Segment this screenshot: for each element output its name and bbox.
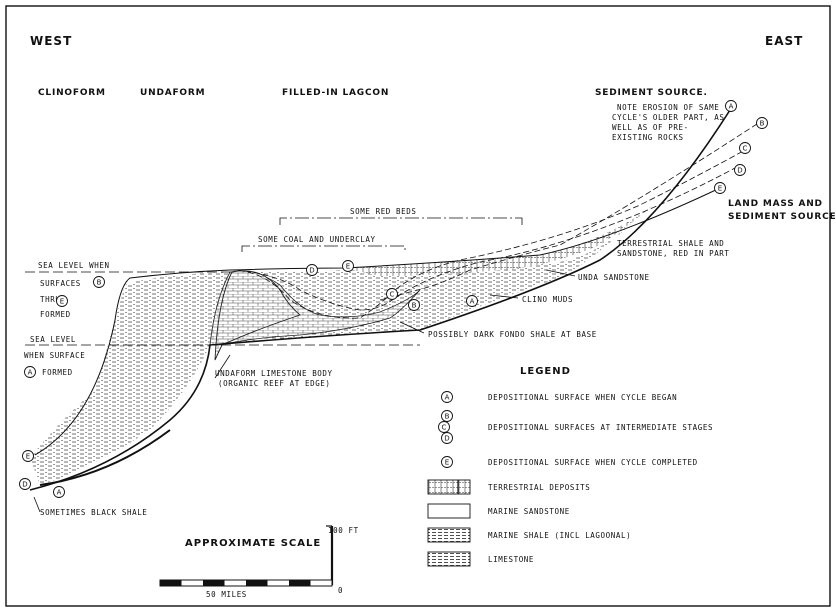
limestone-body-1: UNDAFORM LIMESTONE BODY: [215, 369, 333, 378]
svg-text:D: D: [22, 481, 27, 489]
when-surface-label: WHEN SURFACE: [24, 351, 85, 360]
surface-marker-e: E: [23, 451, 34, 462]
surface-marker-a: A: [726, 101, 737, 112]
svg-text:E: E: [26, 453, 30, 461]
coal-bracket: [242, 246, 405, 252]
surface-marker-b: B: [757, 118, 768, 129]
surface-marker-b: B: [409, 300, 420, 311]
west-label: WEST: [30, 34, 72, 48]
svg-text:B: B: [445, 413, 450, 421]
surface-marker-d: D: [307, 265, 318, 276]
legend-marker-c: C: [439, 422, 450, 433]
surface-marker-d: D: [20, 479, 31, 490]
terrestrial-shale-2: SANDSTONE, RED IN PART: [617, 249, 730, 258]
east-label: EAST: [765, 34, 803, 48]
surfaces-label: SURFACES: [40, 279, 81, 288]
surface-marker-a: A: [467, 296, 478, 307]
sediment-source-label: SEDIMENT SOURCE.: [595, 88, 708, 98]
clinoform-label: CLINOFORM: [38, 88, 106, 98]
erosion-note-3: WELL AS OF PRE-: [612, 123, 689, 132]
svg-text:A: A: [28, 369, 33, 377]
land-mass-1: LAND MASS AND: [728, 199, 823, 209]
legend-marker-b: B: [442, 411, 453, 422]
svg-text:C: C: [743, 145, 748, 153]
svg-text:A: A: [445, 394, 450, 402]
surface-marker-b: B: [94, 277, 105, 288]
svg-text:A: A: [57, 489, 62, 497]
legend-swatch-sandstone: [428, 504, 470, 518]
limestone-body-2: (ORGANIC REEF AT EDGE): [218, 379, 331, 388]
svg-text:C: C: [390, 291, 395, 299]
svg-text:E: E: [346, 263, 350, 271]
fondo-shale-label: POSSIBLY DARK FONDO SHALE AT BASE: [428, 330, 597, 339]
erosion-note-2: CYCLE'S OLDER PART, AS: [612, 113, 725, 122]
erosion-note-1: NOTE EROSION OF SAME: [617, 103, 719, 112]
svg-text:B: B: [760, 120, 765, 128]
legend: A DEPOSITIONAL SURFACE WHEN CYCLE BEGAN BC…: [428, 392, 713, 567]
formed-a-label: FORMED: [42, 368, 73, 377]
surface-marker-e: E: [715, 183, 726, 194]
svg-text:D: D: [737, 167, 742, 175]
red-beds-label: SOME RED BEDS: [350, 207, 417, 216]
formed-label: FORMED: [40, 310, 71, 319]
legend-pattern-text: MARINE SANDSTONE: [488, 507, 570, 516]
red-beds-bracket: [280, 218, 522, 225]
clino-muds-label: CLINO MUDS: [522, 295, 573, 304]
svg-text:D: D: [444, 435, 449, 443]
svg-text:E: E: [60, 298, 64, 306]
legend-swatch-limestone: [428, 552, 470, 566]
legend-surface-text: DEPOSITIONAL SURFACES AT INTERMEDIATE ST…: [488, 423, 713, 432]
svg-text:B: B: [97, 279, 102, 287]
erosion-note-4: EXISTING ROCKS: [612, 133, 684, 142]
legend-title: LEGEND: [520, 366, 571, 377]
scale-horizontal-label: 50 MILES: [206, 590, 247, 599]
legend-pattern-text: LIMESTONE: [488, 555, 534, 564]
surface-marker-d: D: [735, 165, 746, 176]
svg-text:A: A: [729, 103, 734, 111]
surface-marker-e: E: [343, 261, 354, 272]
surface-marker-c: C: [387, 289, 398, 300]
legend-marker-d: D: [442, 433, 453, 444]
svg-text:A: A: [470, 298, 475, 306]
sea-level-when-label: SEA LEVEL WHEN: [38, 261, 110, 270]
surface-marker-a: A: [54, 487, 65, 498]
legend-pattern-text: TERRESTRIAL DEPOSITS: [488, 483, 590, 492]
svg-text:B: B: [412, 302, 417, 310]
svg-text:E: E: [445, 459, 449, 467]
undaform-label: UNDAFORM: [140, 88, 205, 98]
svg-text:C: C: [442, 424, 447, 432]
sea-level-label: SEA LEVEL: [30, 335, 76, 344]
legend-pattern-text: MARINE SHALE (INCL LAGOONAL): [488, 531, 631, 540]
scale-title: APPROXIMATE SCALE: [185, 538, 321, 549]
svg-text:D: D: [309, 267, 314, 275]
legend-marker-e: E: [442, 457, 453, 468]
surface-marker-c: C: [740, 143, 751, 154]
coal-label: SOME COAL AND UNDERCLAY: [258, 235, 376, 244]
legend-marker-a: A: [442, 392, 453, 403]
svg-text:E: E: [718, 185, 722, 193]
legend-swatch-shale: [428, 528, 470, 542]
scale-zero-label: 0: [338, 586, 343, 595]
terrestrial-shale-1: TERRESTRIAL SHALE AND: [617, 239, 724, 248]
black-shale-label: SOMETIMES BLACK SHALE: [40, 508, 147, 517]
land-mass-2: SEDIMENT SOURCE: [728, 212, 836, 222]
unda-sandstone-label: UNDA SANDSTONE: [578, 273, 650, 282]
surface-marker-e: E: [57, 296, 68, 307]
legend-surface-text: DEPOSITIONAL SURFACE WHEN CYCLE COMPLETE…: [488, 458, 698, 467]
legend-surface-text: DEPOSITIONAL SURFACE WHEN CYCLE BEGAN: [488, 393, 677, 402]
surface-marker-a: A: [25, 367, 36, 378]
legend-swatch-terrestrial: [428, 480, 470, 494]
scale-bar: [160, 526, 332, 586]
filled-lagoon-label: FILLED-IN LAGCON: [282, 88, 389, 98]
